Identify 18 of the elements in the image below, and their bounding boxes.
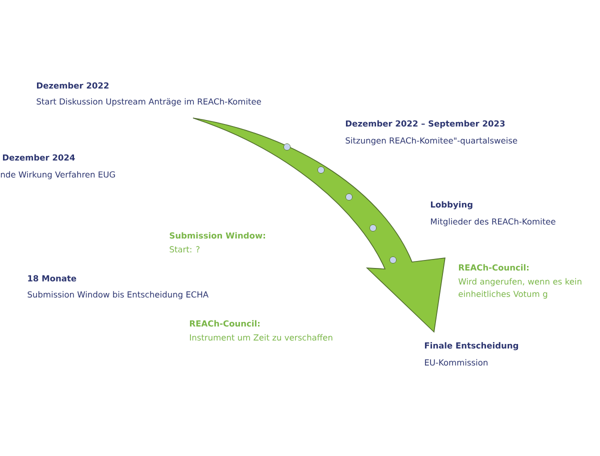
heading: Finale Entscheidung [424, 342, 518, 350]
note-text: Sitzungen REACh-Komitee"-quartalsweise [346, 137, 518, 146]
note-text: Start Diskussion Upstream Anträge im REACh-Komitee [36, 98, 261, 106]
note-text: Instrument um Zeit zu verschaffen [190, 334, 332, 341]
heading: Submission Window: [170, 232, 265, 239]
note-text: Wird angerufen, wenn es kein einheitliches Votum g [458, 278, 582, 299]
heading: REACh-Council: [190, 320, 260, 327]
note-text: Submission Window bis Entscheidung ECHA [28, 291, 208, 300]
note-text: EU-Kommission [425, 359, 488, 366]
note-text: Mitglieder des REACh-Komitee [431, 218, 556, 226]
note-text: nde Wirkung Verfahren EUG [0, 171, 115, 180]
heading: Lobbying [430, 201, 472, 210]
heading: Dezember 2024 [2, 154, 75, 161]
heading: 18 Monate [28, 275, 76, 282]
heading: Dezember 2022 [36, 82, 108, 89]
heading: Dezember 2022 – September 2023 [346, 120, 505, 128]
heading: REACh-Council: [458, 264, 528, 271]
note-text: Start: ? [170, 246, 200, 252]
